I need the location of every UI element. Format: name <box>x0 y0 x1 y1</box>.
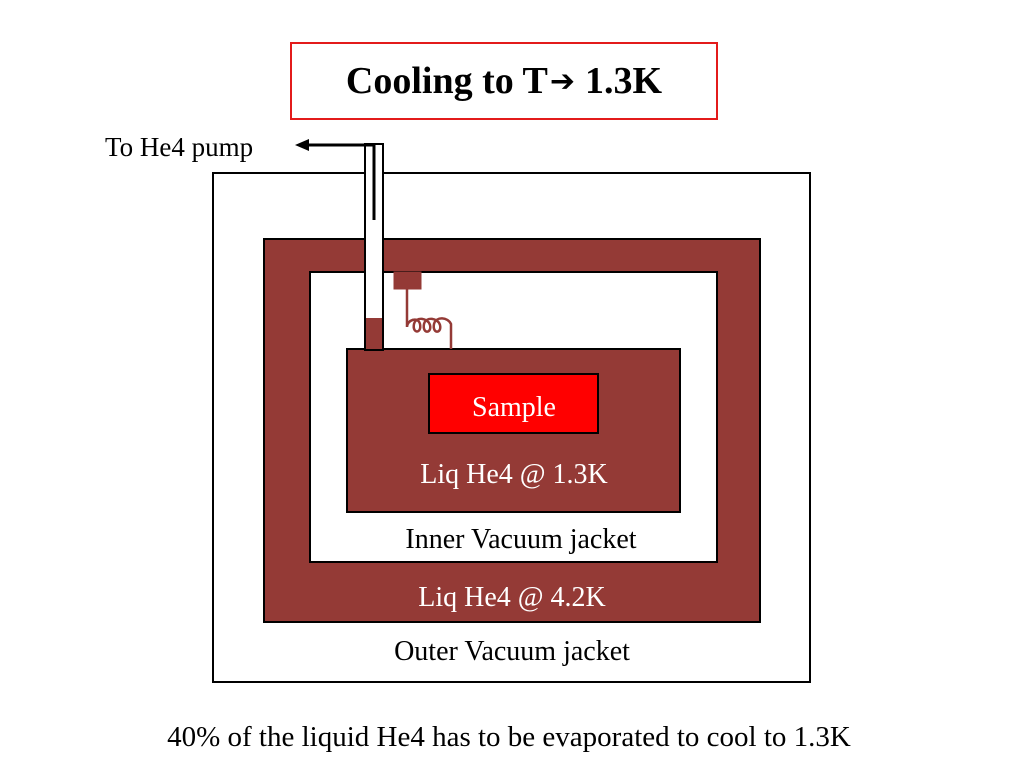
title-value: 1.3K <box>585 60 663 102</box>
inner-liquid-label: Liq He4 @ 1.3K <box>420 459 608 490</box>
tube-liquid-fill <box>366 318 382 349</box>
valve-block <box>393 271 422 290</box>
sample-box <box>428 373 599 434</box>
left-arrow-icon <box>295 139 309 151</box>
outer-liquid-label: Liq He4 @ 4.2K <box>418 582 606 613</box>
title-prefix: Cooling to T <box>345 60 548 102</box>
pump-label: To He4 pump <box>105 132 253 162</box>
outer-vacuum-label: Outer Vacuum jacket <box>394 636 630 667</box>
title-box: Cooling to T ➔ 1.3K <box>290 42 718 120</box>
footnote: 40% of the liquid He4 has to be evaporat… <box>167 721 851 753</box>
sample-label: Sample <box>472 392 556 423</box>
right-arrow-icon: ➔ <box>549 63 576 99</box>
heater-coil <box>405 289 453 349</box>
inner-vacuum-label: Inner Vacuum jacket <box>405 524 636 555</box>
